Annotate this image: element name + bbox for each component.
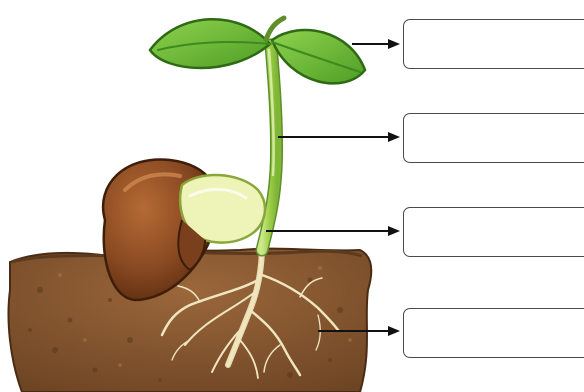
leaves: [150, 18, 365, 83]
label-box-stem[interactable]: [403, 113, 584, 163]
label-box-roots[interactable]: [403, 308, 584, 358]
label-box-hypocotyl[interactable]: [403, 207, 584, 257]
label-box-leaves[interactable]: [403, 19, 584, 69]
